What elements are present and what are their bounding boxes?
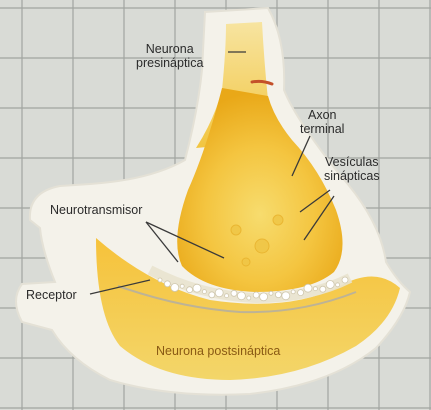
label-axon-line1: Axon	[300, 108, 344, 122]
label-neurotransmitter: Neurotransmisor	[50, 203, 142, 217]
label-vesicles-line2: sinápticas	[324, 169, 380, 183]
label-axon-line2: terminal	[300, 122, 344, 136]
label-axon-terminal: Axon terminal	[300, 108, 344, 136]
label-presynaptic-line1: Neurona	[136, 42, 203, 56]
label-presynaptic-line2: presináptica	[136, 56, 203, 70]
label-synaptic-vesicles: Vesículas sinápticas	[324, 155, 380, 183]
label-receptor: Receptor	[26, 288, 77, 302]
label-postsynaptic-neuron: Neurona postsináptica	[156, 344, 280, 358]
label-vesicles-line1: Vesículas	[324, 155, 380, 169]
label-presynaptic-neuron: Neurona presináptica	[136, 42, 203, 70]
